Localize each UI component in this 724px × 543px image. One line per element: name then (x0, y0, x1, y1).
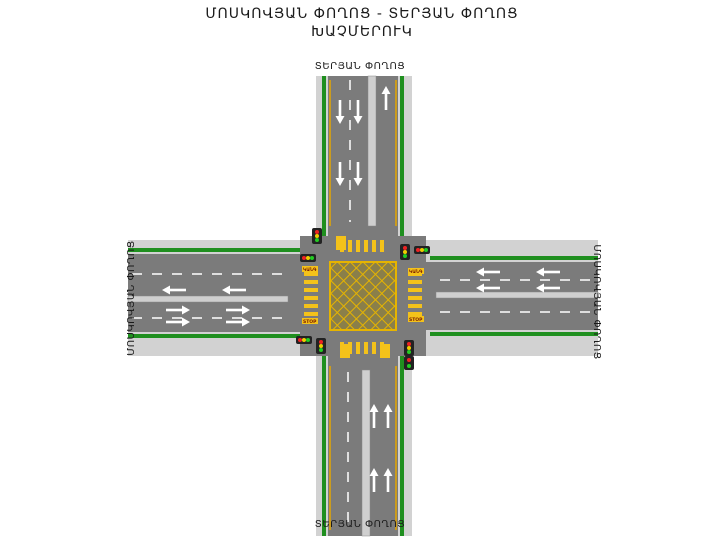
street-label-east: ՄՈՍԿՈՎՅԱՆ ՓՈՂՈՑ (591, 244, 602, 360)
kang-label-west: ԿԱՆԳ (303, 267, 317, 273)
diagram-title: ՄՈՍԿՈՎՅԱՆ ՓՈՂՈՑ - ՏԵՐՅԱՆ ՓՈՂՈՑ (205, 6, 519, 22)
crosswalk-west (304, 272, 318, 316)
kang-label-east: ԿԱՆԳ (409, 269, 423, 275)
edge-lines (329, 80, 397, 530)
stop-label-west: STOP (303, 319, 317, 325)
lane-markings (132, 80, 594, 530)
street-label-north: ՏԵՐՅԱՆ ՓՈՂՈՑ (314, 61, 406, 72)
medians (127, 75, 599, 537)
diagram-subtitle: ԽԱՉՄԵՐՈՒԿ (311, 24, 413, 40)
stop-label-east: STOP (409, 317, 423, 323)
box-junction (329, 261, 397, 331)
grass-strips (128, 76, 598, 536)
street-label-south: ՏԵՐՅԱՆ ՓՈՂՈՑ (314, 519, 406, 530)
street-label-west: ՄՈՍԿՈՎՅԱՆ ՓՈՂՈՑ (126, 240, 137, 356)
stop-labels: STOP STOP ԿԱՆԳ ԿԱՆԳ (302, 236, 424, 358)
traffic-lights (296, 228, 430, 370)
